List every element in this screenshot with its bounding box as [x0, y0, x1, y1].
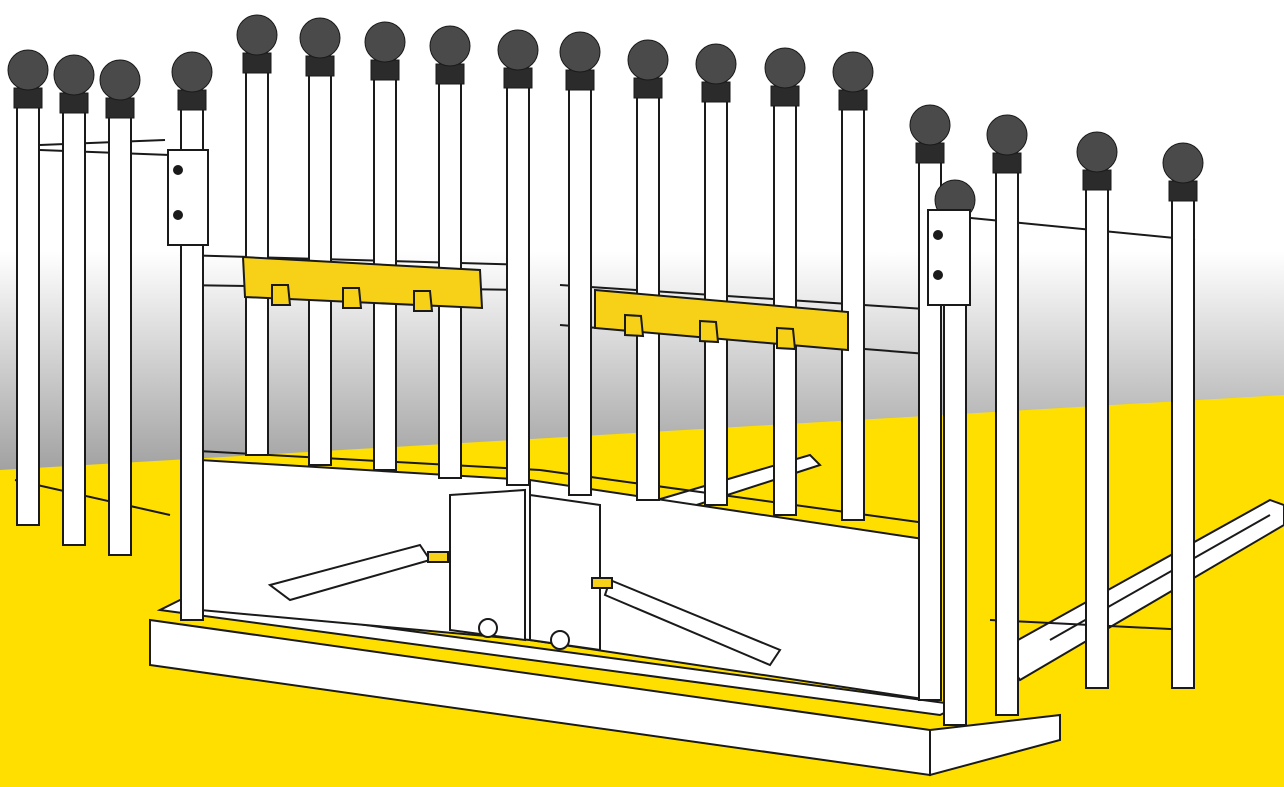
post-collar — [565, 69, 595, 91]
upright-post — [559, 31, 601, 496]
post-collar — [242, 52, 272, 74]
post-ball-cap — [695, 43, 737, 85]
hinge-bracket-right — [927, 209, 971, 306]
bracket-plate-left — [241, 255, 484, 312]
upright-post — [1162, 142, 1204, 689]
upright-post — [695, 43, 737, 506]
post-collar — [305, 55, 335, 77]
post-collar — [177, 89, 207, 111]
bracket-plate-right — [594, 288, 849, 352]
post-collar — [105, 97, 135, 119]
upright-post — [99, 59, 141, 556]
post-collar — [370, 59, 400, 81]
post-ball-cap — [909, 104, 951, 146]
upright-post — [832, 51, 874, 521]
post-ball-cap — [497, 29, 539, 71]
post-ball-cap — [299, 17, 341, 59]
post-collar — [992, 152, 1022, 174]
post-ball-cap — [7, 49, 49, 91]
base-frame — [149, 458, 1061, 777]
post-ball-cap — [1076, 131, 1118, 173]
post-ball-cap — [986, 114, 1028, 156]
post-ball-cap — [99, 59, 141, 101]
post-collar — [435, 63, 465, 85]
post-ball-cap — [53, 54, 95, 96]
post-ball-cap — [559, 31, 601, 73]
upright-post — [53, 54, 95, 546]
post-collar — [770, 85, 800, 107]
upright-post — [764, 47, 806, 516]
post-collar — [915, 142, 945, 164]
post-ball-cap — [832, 51, 874, 93]
post-ball-cap — [627, 39, 669, 81]
post-ball-cap — [364, 21, 406, 63]
post-ball-cap — [1162, 142, 1204, 184]
hinge-bracket-left — [167, 149, 209, 246]
upright-post — [497, 29, 539, 486]
upright-post — [986, 114, 1028, 716]
upright-post — [7, 49, 49, 526]
post-ball-cap — [429, 25, 471, 67]
post-collar — [701, 81, 731, 103]
post-collar — [503, 67, 533, 89]
post-collar — [13, 87, 43, 109]
post-collar — [838, 89, 868, 111]
post-collar — [59, 92, 89, 114]
small-yellow-tabs — [427, 551, 613, 589]
post-ball-cap — [236, 14, 278, 56]
post-collar — [1082, 169, 1112, 191]
post-ball-cap — [764, 47, 806, 89]
upright-post — [1076, 131, 1118, 689]
upright-post — [627, 39, 669, 501]
post-ball-cap — [171, 51, 213, 93]
post-collar — [1168, 180, 1198, 202]
post-collar — [633, 77, 663, 99]
